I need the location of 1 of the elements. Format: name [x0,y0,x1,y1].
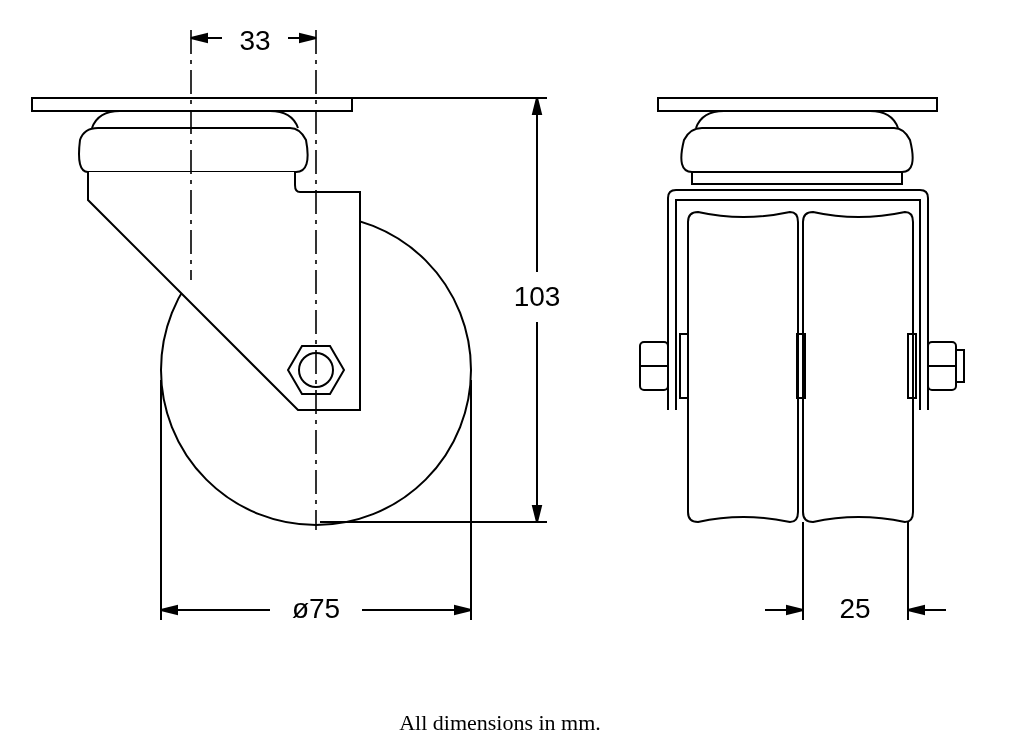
caption: All dimensions in mm. [399,712,601,734]
